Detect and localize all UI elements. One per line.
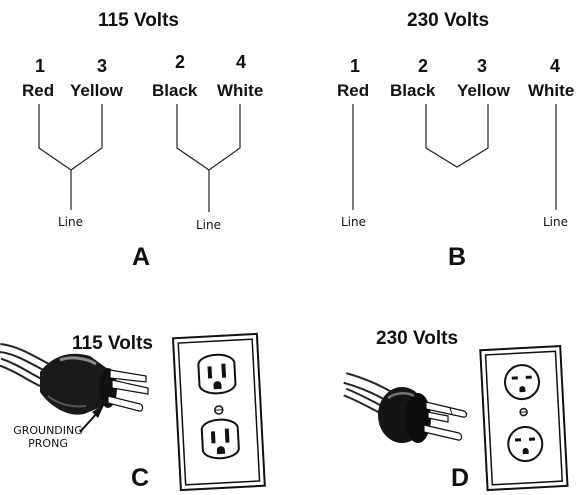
- grounding-prong-label-line1: GROUNDING: [13, 424, 83, 437]
- panel-b-wire-3-color: Yellow: [457, 81, 510, 100]
- panel-b-letter: B: [448, 243, 467, 271]
- panel-a-line-label-right: Line: [196, 218, 222, 232]
- panel-b-wire-1-color: Red: [337, 81, 370, 100]
- panel-a-wire-1-color: Red: [22, 81, 55, 100]
- panel-b-wire-4-number: 4: [549, 56, 560, 76]
- panel-a-line-label-left: Line: [58, 215, 84, 229]
- outlet-115v: [171, 332, 266, 492]
- panel-b-wires: [352, 104, 557, 210]
- panel-a-wire-1-number: 1: [34, 56, 45, 76]
- panel-a-wire-4-number: 4: [235, 52, 246, 72]
- grounding-prong-label: GROUNDING PRONG: [8, 424, 88, 450]
- grounding-prong-label-line2: PRONG: [28, 437, 68, 450]
- panel-c-title: 115 Volts: [72, 333, 153, 354]
- panel-a-wire-2-color: Black: [152, 81, 198, 100]
- plug-230v: [343, 372, 468, 443]
- panel-b-wire-2-color: Black: [390, 81, 436, 100]
- panel-b-wire-3-number: 3: [476, 56, 487, 76]
- panel-b-title: 230 Volts: [407, 10, 490, 31]
- panel-a-right-junction: [176, 104, 241, 212]
- panel-b-line-label-left: Line: [341, 215, 367, 229]
- panel-a-letter: A: [132, 243, 151, 271]
- panel-a-wire-3-number: 3: [96, 56, 107, 76]
- plug-115v: [0, 343, 149, 415]
- grounding-arrow: [79, 405, 104, 433]
- panel-b-line-label-right: Line: [543, 215, 569, 229]
- panel-a-left-junction: [38, 104, 103, 210]
- panel-b-wire-2-number: 2: [417, 56, 428, 76]
- panel-c-letter: C: [131, 464, 150, 492]
- panel-d-title: 230 Volts: [376, 328, 459, 349]
- panel-a-wire-2-number: 2: [174, 52, 185, 72]
- panel-b-wire-1-number: 1: [349, 56, 360, 76]
- outlet-230v: [479, 345, 569, 492]
- panel-b-wire-4-color: White: [528, 81, 575, 100]
- panel-a-title: 115 Volts: [98, 10, 179, 31]
- panel-a-wire-3-color: Yellow: [70, 81, 123, 100]
- panel-d-letter: D: [451, 464, 470, 492]
- panel-a-wire-4-color: White: [217, 81, 264, 100]
